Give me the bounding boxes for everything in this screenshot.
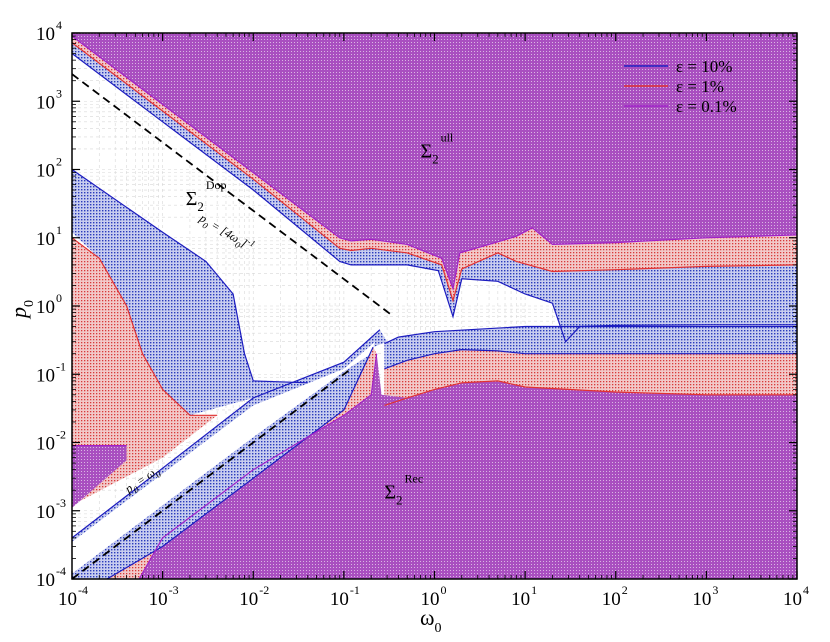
regions (72, 33, 797, 579)
y-axis-label: p0 (6, 300, 37, 320)
boundary-diag-blue-lower (105, 346, 374, 579)
region-label-ull: Σ2ull (420, 130, 453, 166)
plot-area (72, 33, 797, 579)
x-tick-exponent: -2 (259, 583, 269, 597)
y-tick-exponent: 1 (56, 223, 62, 237)
band-fill-right-blue (384, 326, 797, 369)
boundary-red-right-bottom (384, 380, 797, 406)
boundary-dop-blue (72, 169, 308, 384)
x-tick-label: 10 (421, 589, 440, 610)
reference-lines (72, 73, 394, 579)
x-tick-label: 10 (783, 589, 802, 610)
region-fill-lower-purple (139, 353, 797, 579)
region-label-rec: Σ2Rec (384, 472, 423, 508)
diagonal-white-strip (72, 341, 375, 574)
y-tick-label: 10 (36, 570, 55, 591)
x-tick-label: 10 (602, 589, 621, 610)
region-fill-upper-purple (72, 33, 797, 289)
boundary-red-upper (72, 42, 797, 303)
legend-label-2: ε = 1% (676, 77, 724, 96)
y-tick-exponent: 2 (56, 155, 62, 169)
reference-line-1 (72, 73, 394, 317)
x-tick-label: 10 (511, 589, 530, 610)
band-fill-upper-blue (72, 42, 797, 342)
band-fill-dop-blue (72, 169, 308, 416)
y-tick-exponent: -2 (56, 428, 66, 442)
x-tick-exponent: -4 (78, 583, 88, 597)
boundary-red-left (72, 237, 218, 416)
x-tick-exponent: 2 (622, 583, 628, 597)
x-tick-exponent: 4 (803, 583, 809, 597)
y-tick-label: 10 (36, 434, 55, 455)
boundary-blue-right-top (384, 325, 797, 345)
x-tick-label: 10 (330, 589, 349, 610)
y-tick-label: 10 (36, 502, 55, 523)
band-fill-right-red (384, 349, 797, 406)
boundary-purple-upper (72, 35, 797, 291)
boundary-diag-purple (138, 353, 378, 579)
x-tick-label: 10 (149, 589, 168, 610)
region-label-dop: Σ2Dop (186, 178, 227, 214)
y-tick-exponent: 4 (56, 18, 62, 32)
y-tick-label: 10 (36, 92, 55, 113)
x-tick-exponent: 1 (531, 583, 537, 597)
y-tick-label: 10 (36, 24, 55, 45)
legend: ε = 10%ε = 1%ε = 0.1% (624, 57, 737, 116)
y-tick-label: 10 (36, 297, 55, 318)
legend-label-1: ε = 10% (676, 57, 732, 76)
y-tick-label: 10 (36, 229, 55, 250)
x-tick-exponent: -1 (350, 583, 360, 597)
x-axis-label: ω0 (420, 605, 441, 636)
y-tick-exponent: 3 (56, 86, 62, 100)
x-tick-exponent: -3 (169, 583, 179, 597)
y-tick-label: 10 (36, 365, 55, 386)
x-tick-exponent: 0 (441, 583, 447, 597)
band-fill-left-red (72, 237, 218, 506)
y-tick-exponent: 0 (56, 291, 62, 305)
band-fill-left-purple (72, 445, 127, 508)
x-tick-label: 10 (239, 589, 258, 610)
x-tick-label: 10 (58, 589, 77, 610)
x-tick-label: 10 (692, 589, 711, 610)
y-tick-exponent: -4 (56, 564, 66, 578)
x-tick-exponent: 3 (712, 583, 718, 597)
boundary-blue-right-bottom (384, 348, 797, 370)
y-tick-label: 10 (36, 161, 55, 182)
y-tick-exponent: -3 (56, 496, 66, 510)
reference-line-2 (72, 368, 352, 579)
boundary-diag-blue-upper (72, 329, 381, 539)
legend-label-3: ε = 0.1% (676, 97, 737, 116)
y-tick-exponent: -1 (56, 359, 66, 373)
